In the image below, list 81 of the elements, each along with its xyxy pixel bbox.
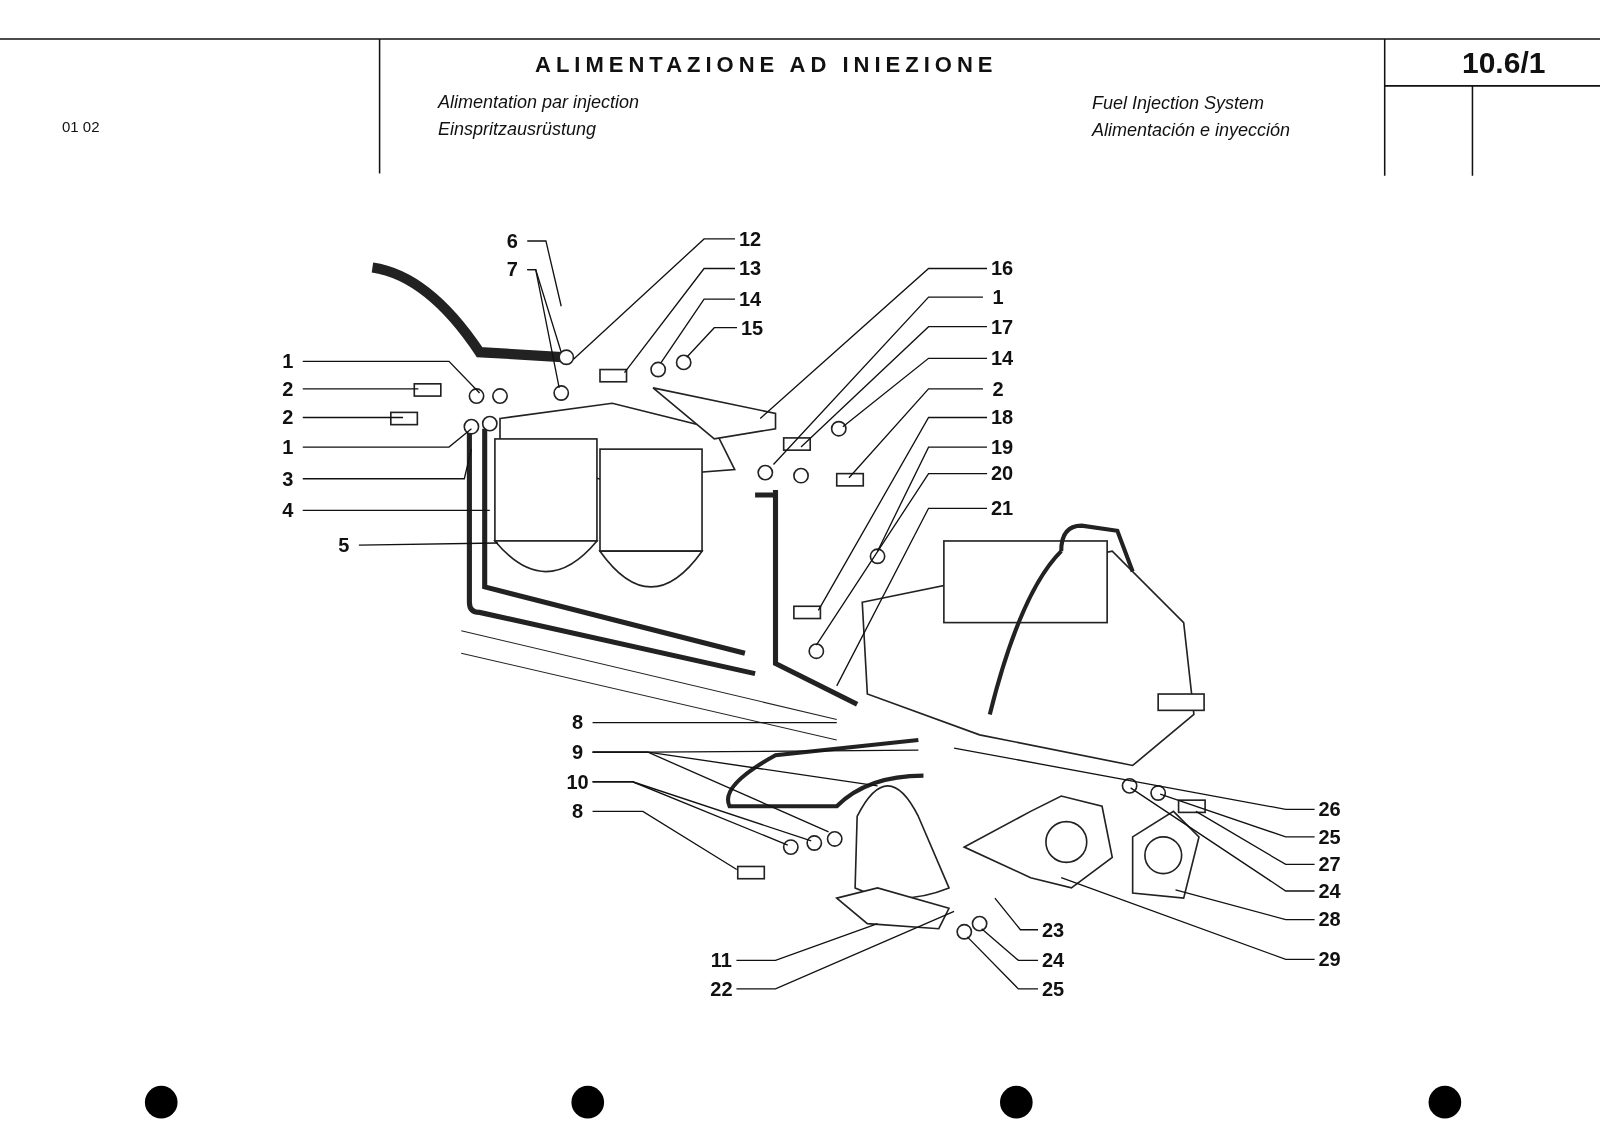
leader-line <box>759 267 988 420</box>
sheet-code: 01 02 <box>62 118 100 135</box>
callout-number: 11 <box>706 949 737 972</box>
callout-number: 2 <box>272 377 303 400</box>
leader-line <box>953 747 1316 810</box>
leader-line <box>591 721 838 724</box>
leader-line <box>735 922 879 962</box>
callout-number: 10 <box>562 770 593 793</box>
subtitle: Fuel Injection System <box>1092 93 1265 114</box>
callout-number: 14 <box>987 347 1018 370</box>
leader-line <box>358 542 499 546</box>
leader-line <box>302 416 404 419</box>
leader-line <box>591 781 812 842</box>
leader-line <box>686 327 738 358</box>
leader-line <box>302 388 420 390</box>
leader-line <box>772 296 984 466</box>
callout-number: 24 <box>1038 949 1069 972</box>
callout-number: 28 <box>1314 908 1345 931</box>
callout-number: 22 <box>706 977 737 1000</box>
leader-line <box>302 428 473 448</box>
callout-number: 15 <box>737 316 768 339</box>
callout-number: 25 <box>1038 977 1069 1000</box>
subtitle: Alimentation par injection <box>438 92 640 113</box>
leader-line <box>302 509 491 512</box>
callout-number: 9 <box>562 741 593 764</box>
leader-line <box>800 326 988 448</box>
leader-line <box>842 357 988 428</box>
callout-number: 4 <box>272 499 303 522</box>
callout-number: 18 <box>987 406 1018 429</box>
leader-line <box>526 268 560 389</box>
title: ALIMENTAZIONE AD INIEZIONE <box>535 52 998 78</box>
leader-line <box>836 507 988 687</box>
callout-number: 2 <box>272 406 303 429</box>
leader-line <box>735 910 955 990</box>
callout-number: 23 <box>1038 918 1069 941</box>
leader-line <box>1195 810 1316 866</box>
leader-line <box>1174 889 1316 921</box>
leader-line <box>660 298 736 364</box>
leader-line <box>591 749 920 753</box>
leader-line <box>1060 877 1316 960</box>
callout-number: 8 <box>562 800 593 823</box>
leader-line <box>302 360 481 394</box>
leader-line <box>526 240 562 307</box>
leader-line <box>980 928 1039 962</box>
callout-number: 1 <box>272 435 303 458</box>
callout-number: 12 <box>735 227 765 250</box>
callout-number: 13 <box>735 257 765 280</box>
callout-number: 1 <box>272 350 303 373</box>
subtitle: Einspritzausrüstung <box>438 119 597 140</box>
callout-number: 14 <box>735 287 765 310</box>
callout-number: 5 <box>328 533 359 556</box>
callout-number: 19 <box>987 435 1018 458</box>
leader-line <box>848 388 984 479</box>
callout-number: 6 <box>497 229 528 252</box>
leader-line <box>994 897 1039 931</box>
leader-line <box>623 267 736 374</box>
callout-number: 26 <box>1314 798 1345 821</box>
callout-number: 17 <box>987 315 1018 338</box>
leader-line <box>302 448 473 480</box>
callout-number: 16 <box>987 257 1018 280</box>
callout-number: 3 <box>272 467 303 490</box>
callout-number: 27 <box>1314 853 1345 876</box>
callout-number: 7 <box>497 258 528 281</box>
callout-number: 2 <box>982 377 1013 400</box>
callout-number: 24 <box>1314 879 1345 902</box>
leader-line <box>1129 787 1316 892</box>
leader-line <box>591 810 738 871</box>
leader-line <box>966 936 1039 990</box>
leader-line <box>817 416 988 612</box>
leader-line <box>815 472 988 646</box>
leader-line <box>1159 793 1316 838</box>
callout-number: 8 <box>562 711 593 734</box>
subtitle: Alimentación e inyección <box>1092 120 1291 141</box>
callout-number: 1 <box>982 285 1013 308</box>
leader-line <box>876 446 988 552</box>
callout-number: 25 <box>1314 825 1345 848</box>
callout-number: 29 <box>1314 948 1345 971</box>
leader-line <box>572 238 736 360</box>
callout-number: 21 <box>987 497 1018 520</box>
page-number: 10.6/1 <box>1462 46 1546 80</box>
callout-number: 20 <box>987 462 1018 485</box>
